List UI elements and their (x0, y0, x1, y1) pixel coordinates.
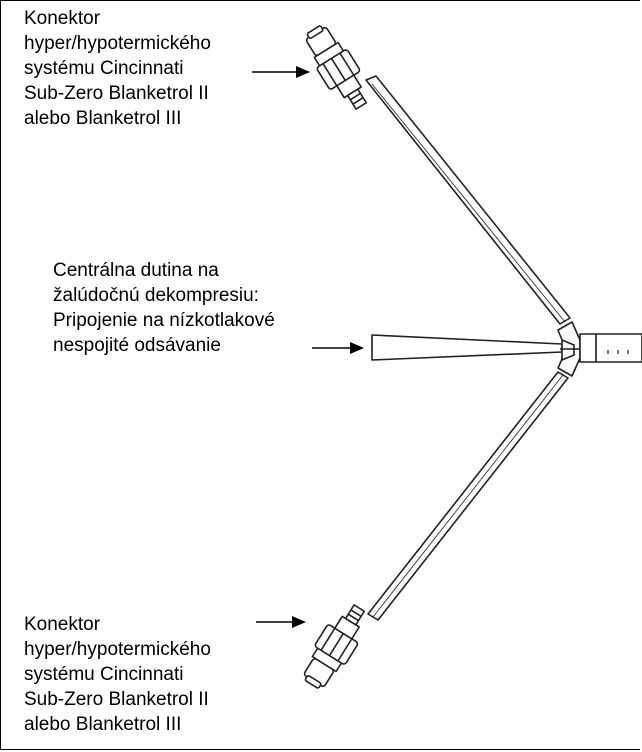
bottom-connector-label: Konektor hyper/hypotermického systému Ci… (24, 614, 211, 735)
upper-tube-arm (365, 75, 571, 325)
main-catheter-body (579, 333, 642, 363)
middle-arrow (312, 342, 364, 354)
top-arrow (252, 66, 310, 78)
bottom-arrow (256, 616, 306, 628)
lower-connector (303, 604, 366, 689)
central-lumen-label: Centrálna dutina na žalúdočnú dekompresi… (53, 260, 275, 356)
upper-connector (305, 25, 368, 110)
y-junction (557, 321, 581, 377)
lower-tube-arm (367, 371, 569, 621)
top-connector-label: Konektor hyper/hypotermického systému Ci… (24, 8, 211, 129)
central-lumen-funnel (371, 334, 563, 361)
